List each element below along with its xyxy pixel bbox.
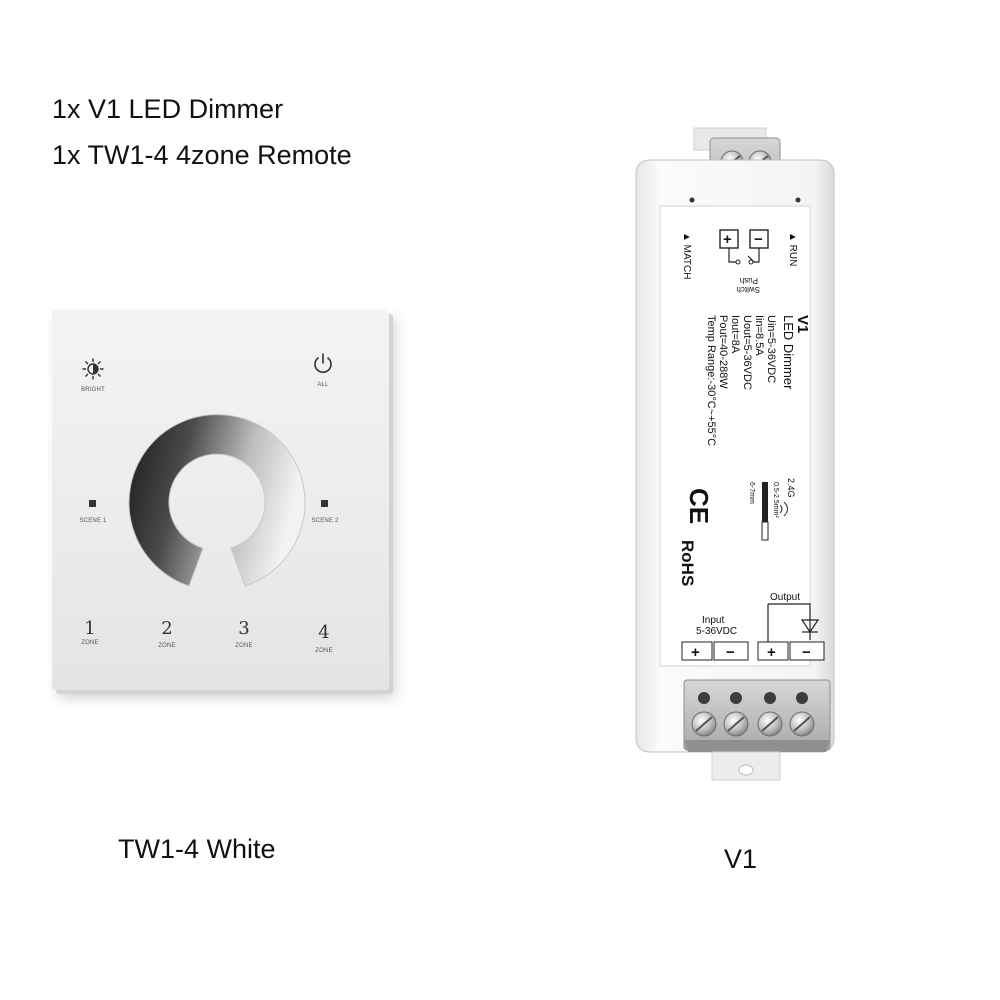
zone-2-button[interactable]: 2 bbox=[161, 618, 173, 639]
rf-label: 2.4G bbox=[786, 478, 796, 498]
wire-label-1: 0.5-2.5mm² bbox=[772, 482, 779, 518]
bright-label: BRIGHT bbox=[81, 387, 105, 393]
dimmer-product: LED Dimmer bbox=[781, 315, 796, 390]
push-switch-minus: − bbox=[754, 231, 763, 248]
zone-3-button[interactable]: 3 bbox=[238, 618, 250, 639]
remote-panel: BRIGHT ALL SCENE 1 SCENE 2 1 ZONE 2 ZONE… bbox=[52, 310, 389, 690]
wire-strip-icon bbox=[762, 482, 768, 522]
zone-1-button[interactable]: 1 bbox=[84, 618, 96, 639]
push-switch-plus: + bbox=[723, 231, 732, 248]
scene-2-label: SCENE 2 bbox=[311, 518, 339, 524]
scene-1-indicator[interactable] bbox=[89, 500, 96, 507]
all-label: ALL bbox=[317, 382, 329, 388]
ce-mark: CE bbox=[684, 488, 714, 524]
rohs-mark: RoHS bbox=[678, 540, 697, 586]
dimmer-module: ▲ RUN ▲ MATCH + − Push Switch V1 LED Dim… bbox=[635, 127, 835, 781]
dimmer-caption: V1 bbox=[724, 844, 758, 874]
spec-iin: Iin=8.5A bbox=[753, 315, 765, 356]
push-label: Push bbox=[740, 276, 758, 285]
spec-temp: Temp Range:-30°C~+55°C bbox=[705, 315, 717, 446]
dimmer-model: V1 bbox=[794, 315, 811, 333]
input-voltage: 5-36VDC bbox=[696, 626, 737, 637]
terminal-label-2: − bbox=[726, 644, 735, 661]
terminal-label-4: − bbox=[802, 644, 811, 661]
spec-uin: Uin=5-36VDC bbox=[765, 315, 777, 383]
terminal-label-3: + bbox=[767, 644, 776, 661]
remote-caption: TW1-4 White bbox=[118, 834, 276, 864]
zone-4-label: ZONE bbox=[315, 648, 333, 654]
input-label: Input bbox=[702, 615, 724, 626]
match-label: ▲ MATCH bbox=[681, 232, 692, 280]
zone-1-label: ZONE bbox=[81, 640, 99, 646]
spec-iout: Iout=8A bbox=[729, 315, 741, 354]
run-label: ▲ RUN bbox=[787, 232, 798, 266]
headline-line-1: 1x V1 LED Dimmer bbox=[52, 94, 284, 124]
dimming-ring[interactable] bbox=[127, 410, 307, 600]
zone-2-label: ZONE bbox=[158, 643, 176, 649]
zone-4-button[interactable]: 4 bbox=[318, 622, 330, 643]
power-icon[interactable] bbox=[312, 352, 334, 376]
scene-1-label: SCENE 1 bbox=[79, 518, 107, 524]
output-label: Output bbox=[770, 592, 800, 603]
spec-pout: Pout=40-288W bbox=[717, 315, 729, 389]
scene-2-indicator[interactable] bbox=[321, 500, 328, 507]
headline-line-2: 1x TW1-4 4zone Remote bbox=[52, 140, 352, 170]
brightness-icon[interactable] bbox=[82, 358, 104, 380]
led-symbol-icon bbox=[800, 619, 820, 634]
spec-uout: Uout=5-36VDC bbox=[741, 315, 753, 390]
terminal-label-1: + bbox=[691, 644, 700, 661]
zone-3-label: ZONE bbox=[235, 643, 253, 649]
wire-label-2: 6-7mm bbox=[748, 482, 755, 504]
switch-label: Switch bbox=[736, 285, 760, 294]
